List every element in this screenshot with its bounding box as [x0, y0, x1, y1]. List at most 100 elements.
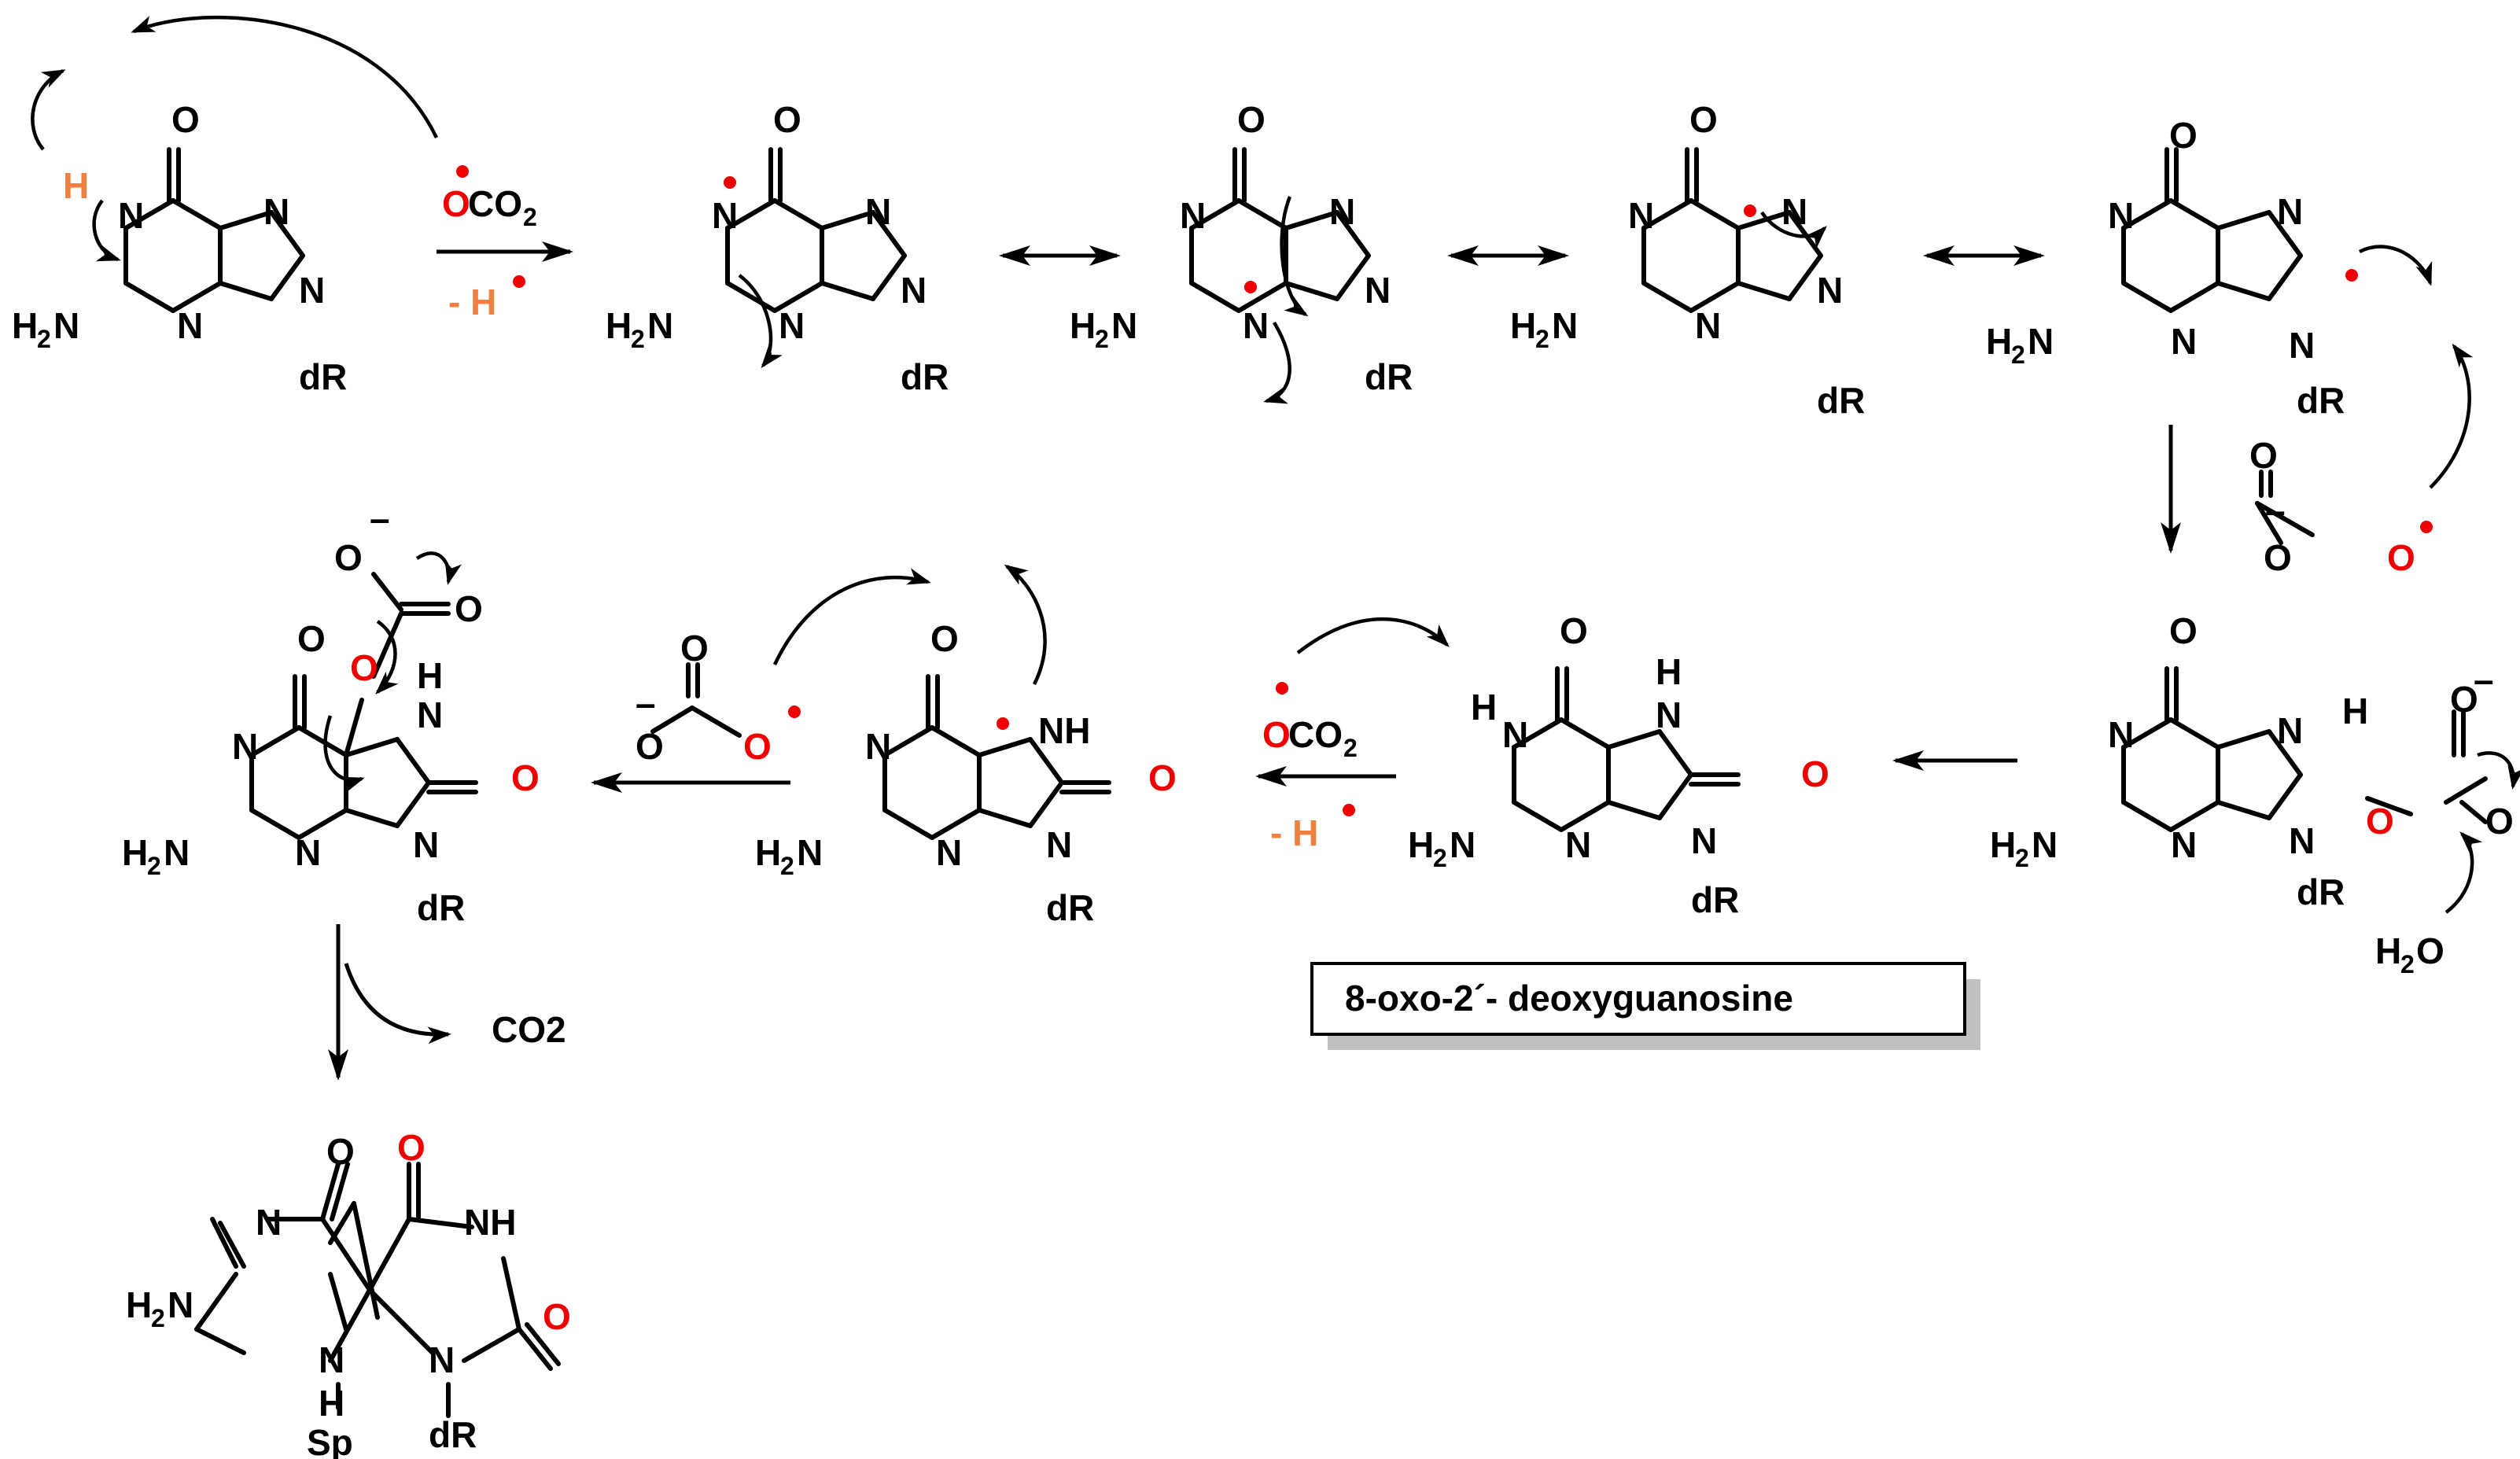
m6-H8: H	[2342, 691, 2368, 731]
m2-H2N-N: N	[647, 305, 673, 346]
water-O: O	[2416, 930, 2444, 971]
m6-H2N-N: N	[2032, 824, 2058, 865]
m6-N1: N	[2108, 714, 2134, 755]
m9-carb-O-bridge: O	[350, 647, 378, 688]
atom-N9: N	[299, 270, 325, 311]
resonance-arrow-3	[1923, 245, 2045, 266]
m7-N1: N	[1502, 714, 1528, 755]
water-sub: 2	[2400, 950, 2415, 978]
sp-H2N-H: H	[126, 1284, 152, 1325]
m2-O: O	[773, 99, 801, 140]
m9-H2N-H: H	[122, 832, 148, 873]
m5-N1: N	[2108, 195, 2134, 236]
molecule-carbonate-adduct	[2124, 669, 2301, 830]
atom-H2N-sub: 2	[37, 325, 51, 353]
m8-O: O	[930, 618, 959, 659]
m7-dR: dR	[1691, 879, 1739, 920]
reagent2-minus-h: - H	[1270, 812, 1318, 853]
m3-N1: N	[1180, 195, 1206, 236]
m3-N7: N	[1329, 191, 1355, 232]
carbonate-radical-middle	[650, 662, 742, 738]
molecule-radical-5	[2124, 149, 2301, 311]
sp-N-dR: N	[429, 1339, 455, 1380]
m8-H2N-sub: 2	[780, 852, 794, 880]
m6-dR: dR	[2297, 871, 2345, 912]
m7-N3: N	[1565, 824, 1591, 865]
sp-H2N-sub: 2	[151, 1304, 165, 1332]
m8-O8: O	[1148, 757, 1177, 798]
carbonate-radical-anion	[2255, 470, 2315, 545]
m6-H2N-sub: 2	[2015, 844, 2029, 872]
m9-N7: N	[417, 694, 443, 735]
m7-H1: H	[1471, 687, 1497, 728]
m2-N3: N	[779, 305, 805, 346]
atom-N7: N	[263, 191, 289, 232]
m5-N3: N	[2171, 321, 2197, 362]
m6-H2N-H: H	[1990, 824, 2016, 865]
radical-dot-h	[513, 275, 525, 288]
m9-carb-minus: –	[370, 498, 390, 539]
m7-H2N-N: N	[1450, 824, 1476, 865]
radical-dot	[456, 165, 469, 178]
radical-dot-h2	[1343, 804, 1355, 816]
curved-arrows	[31, 16, 2520, 914]
product-label-box: 8-oxo-2´- deoxyguanosine	[1310, 962, 1980, 1050]
reagent-minus-h: - H	[448, 282, 496, 322]
m9-H2N-sub: 2	[147, 852, 161, 880]
co2-label: CO2	[492, 1009, 566, 1050]
m5-N7: N	[2277, 191, 2303, 232]
molecule-c5-carbonate-adduct	[252, 676, 478, 838]
m6-N7: N	[2277, 710, 2303, 751]
m9-carb-O-top: O	[334, 537, 363, 578]
m8-N3: N	[936, 832, 962, 873]
m4-dR: dR	[1817, 380, 1865, 421]
m4-N1: N	[1628, 195, 1654, 236]
m8-dR: dR	[1046, 887, 1094, 928]
m2-N9: N	[901, 270, 927, 311]
carb-O-radical: O	[2387, 537, 2415, 578]
m7-H7: H	[1656, 651, 1682, 692]
m8-NH7: NH	[1038, 710, 1090, 751]
m5-radical	[2345, 269, 2358, 282]
sp-NH-top: NH	[464, 1202, 516, 1243]
m8-H2N-H: H	[755, 832, 781, 873]
m5-dR: dR	[2297, 380, 2345, 421]
m8-H2N-N: N	[797, 832, 823, 873]
molecule-8-oxo-radical	[885, 676, 1111, 838]
sp-N: N	[256, 1202, 282, 1243]
m7-H2N-sub: 2	[1433, 844, 1447, 872]
m2-radical	[724, 176, 736, 189]
m4-N3: N	[1695, 305, 1721, 346]
co2-release-arrow	[344, 963, 451, 1045]
m6-carbonate	[2365, 709, 2488, 824]
atom-N3: N	[177, 305, 203, 346]
carb-O-left: O	[2264, 537, 2292, 578]
m7-O8: O	[1801, 753, 1829, 794]
m4-N9: N	[1817, 270, 1843, 311]
m9-O8: O	[511, 757, 540, 798]
carb2-O-radical: O	[743, 726, 772, 767]
m7-N7: N	[1656, 694, 1682, 735]
m6-carb-O-top: O	[2450, 679, 2478, 720]
molecule-8-oxo-dG	[1514, 669, 1741, 830]
m3-H2N-N: N	[1111, 305, 1137, 346]
m2-N1: N	[712, 195, 738, 236]
m6-carb-O-right: O	[2485, 801, 2514, 842]
atom-H2N-H: H	[12, 305, 38, 346]
resonance-arrow-2	[1447, 245, 1569, 266]
m3-N9: N	[1365, 270, 1391, 311]
atom-dR: dR	[299, 356, 347, 397]
sp-NH-left-N: N	[319, 1339, 344, 1380]
sp-O-carbonyl: O	[543, 1296, 571, 1337]
reagent-co: CO	[468, 183, 522, 224]
m4-radical	[1744, 204, 1756, 217]
m4-N7: N	[1781, 191, 1807, 232]
atom-H2N-N: N	[53, 305, 79, 346]
m9-dR: dR	[417, 887, 465, 928]
m8-N9: N	[1046, 824, 1072, 865]
m9-N1: N	[232, 726, 258, 767]
m8-radical	[997, 717, 1009, 730]
m6-N3: N	[2171, 824, 2197, 865]
reaction-arrows	[328, 241, 2181, 1081]
sp-O-left: O	[326, 1131, 355, 1172]
